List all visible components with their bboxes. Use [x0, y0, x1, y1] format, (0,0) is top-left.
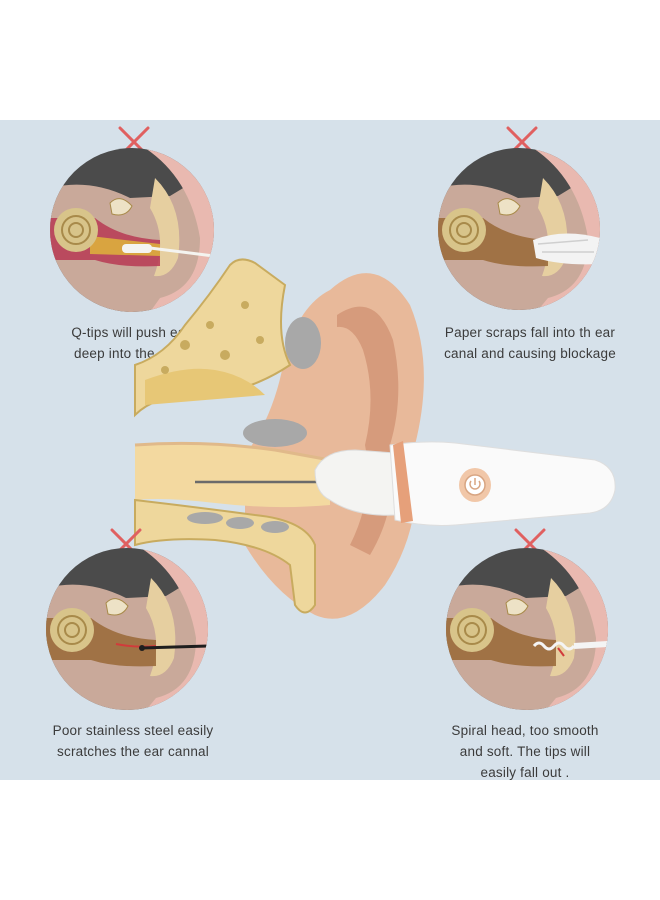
caption-steel: Poor stainless steel easily scratches th… [28, 720, 238, 762]
caption-spiral: Spiral head, too smooth and soft. The ti… [420, 720, 630, 783]
caption-line: easily fall out . [480, 765, 570, 780]
caption-paper: Paper scraps fall into th ear canal and … [420, 322, 640, 364]
ear-scene-steel [46, 548, 208, 710]
caption-line: Paper scraps fall into th ear [444, 325, 616, 340]
caption-line: scratches the ear cannal [57, 744, 209, 759]
ear-cross-section-with-cleaner [125, 245, 620, 640]
caption-line: Spiral head, too smooth [451, 723, 599, 738]
ear-scene-paper [438, 148, 600, 310]
ear-scene-spiral [446, 548, 608, 710]
caption-line: Poor stainless steel easily [52, 723, 214, 738]
caption-line: and soft. The tips will [459, 744, 591, 759]
caption-line: canal and causing blockage [444, 346, 616, 361]
ear-scene-qtip [50, 148, 214, 312]
